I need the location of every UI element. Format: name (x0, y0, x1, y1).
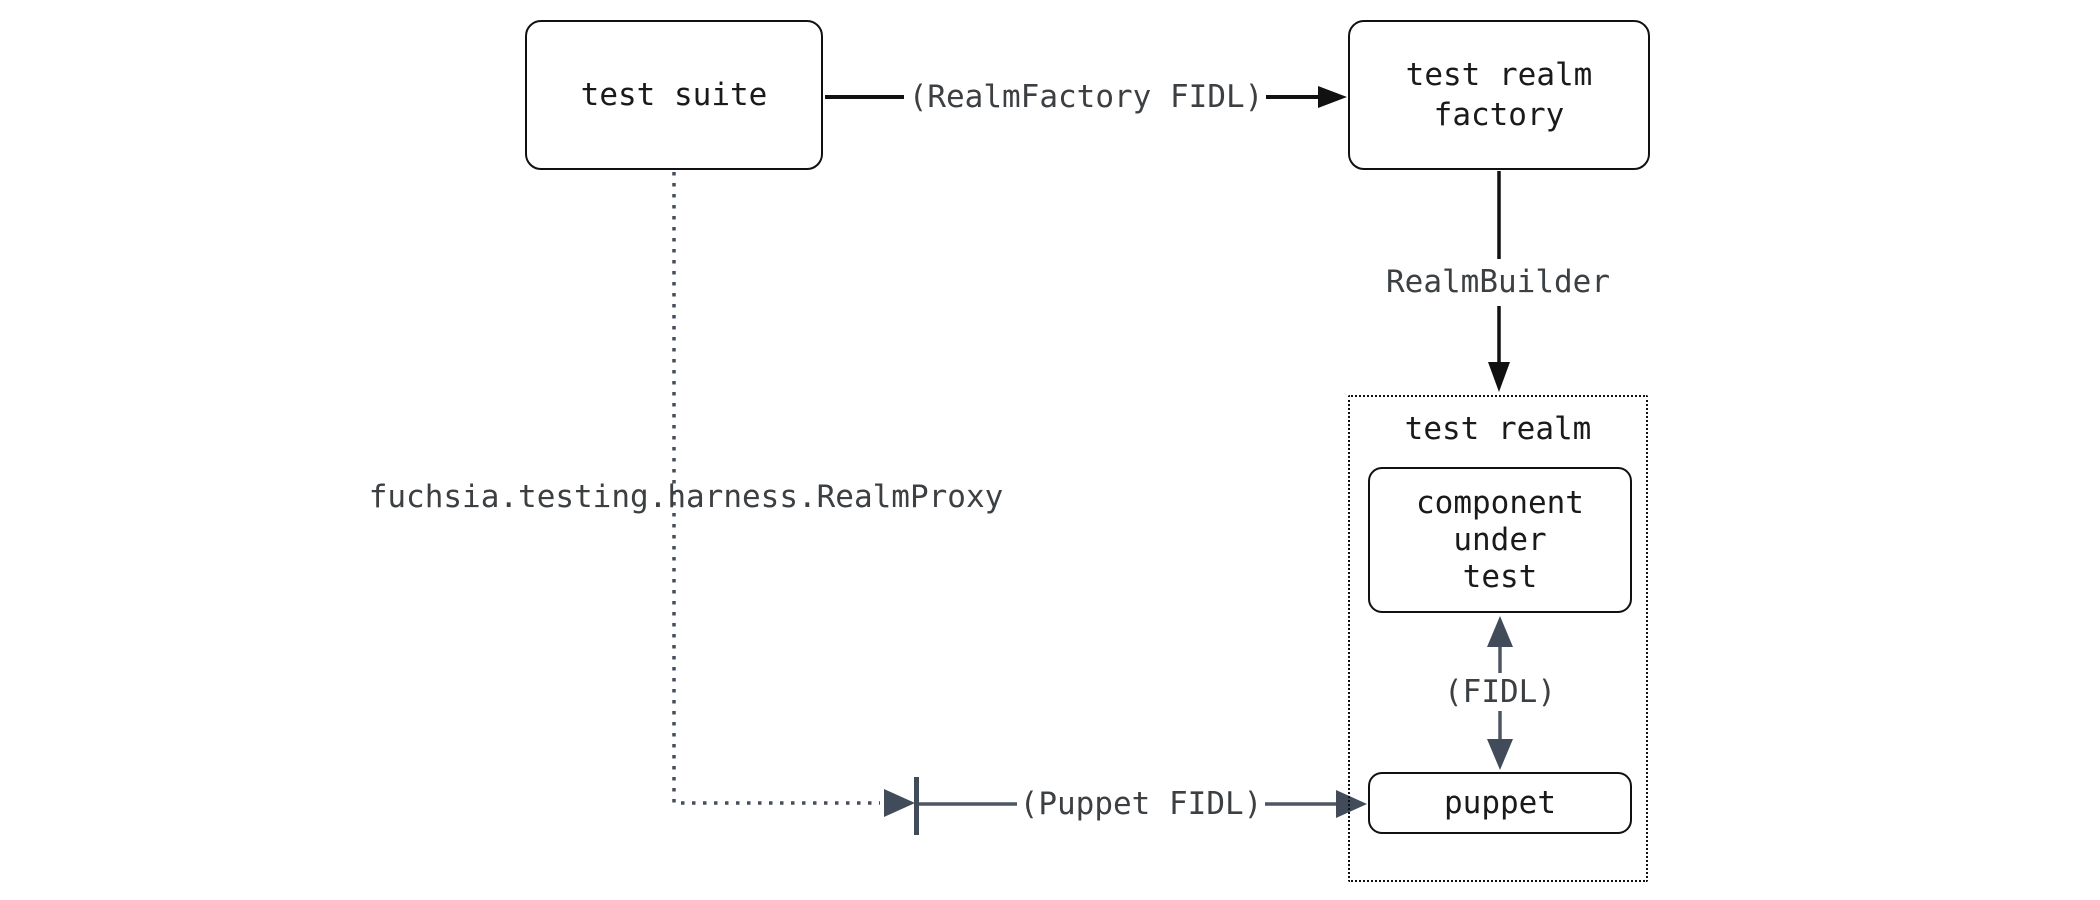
test-realm-factory-label: test realm factory (1405, 57, 1593, 133)
realm-proxy-dotted-path (672, 172, 880, 805)
realm-proxy-arrowhead-icon (884, 789, 915, 817)
test-realm-title: test realm (1404, 411, 1592, 447)
realm-factory-fidl-arrowhead-icon (1318, 86, 1347, 108)
test-realm-group: test realm (1348, 395, 1648, 882)
realm-proxy-tick (914, 777, 919, 835)
fidl-arrowhead-up-icon (1487, 616, 1513, 647)
realm-builder-arrowhead-icon (1488, 362, 1510, 392)
test-suite-label: test suite (580, 77, 768, 113)
component-under-test-label: component under test (1416, 484, 1584, 595)
puppet-node: puppet (1368, 772, 1632, 834)
test-suite-node: test suite (525, 20, 823, 170)
realm-builder-label: RealmBuilder (1386, 264, 1610, 300)
realm-factory-fidl-label: (RealmFactory FIDL) (908, 79, 1264, 115)
test-realm-factory-node: test realm factory (1348, 20, 1650, 170)
puppet-label: puppet (1444, 785, 1556, 821)
puppet-fidl-label: (Puppet FIDL) (1019, 786, 1263, 822)
component-under-test-node: component under test (1368, 467, 1632, 613)
fidl-arrowhead-down-icon (1487, 739, 1513, 770)
fidl-label: (FIDL) (1444, 674, 1556, 710)
puppet-fidl-arrowhead-icon (1336, 790, 1367, 818)
realm-proxy-label: fuchsia.testing.harness.RealmProxy (368, 479, 1004, 515)
